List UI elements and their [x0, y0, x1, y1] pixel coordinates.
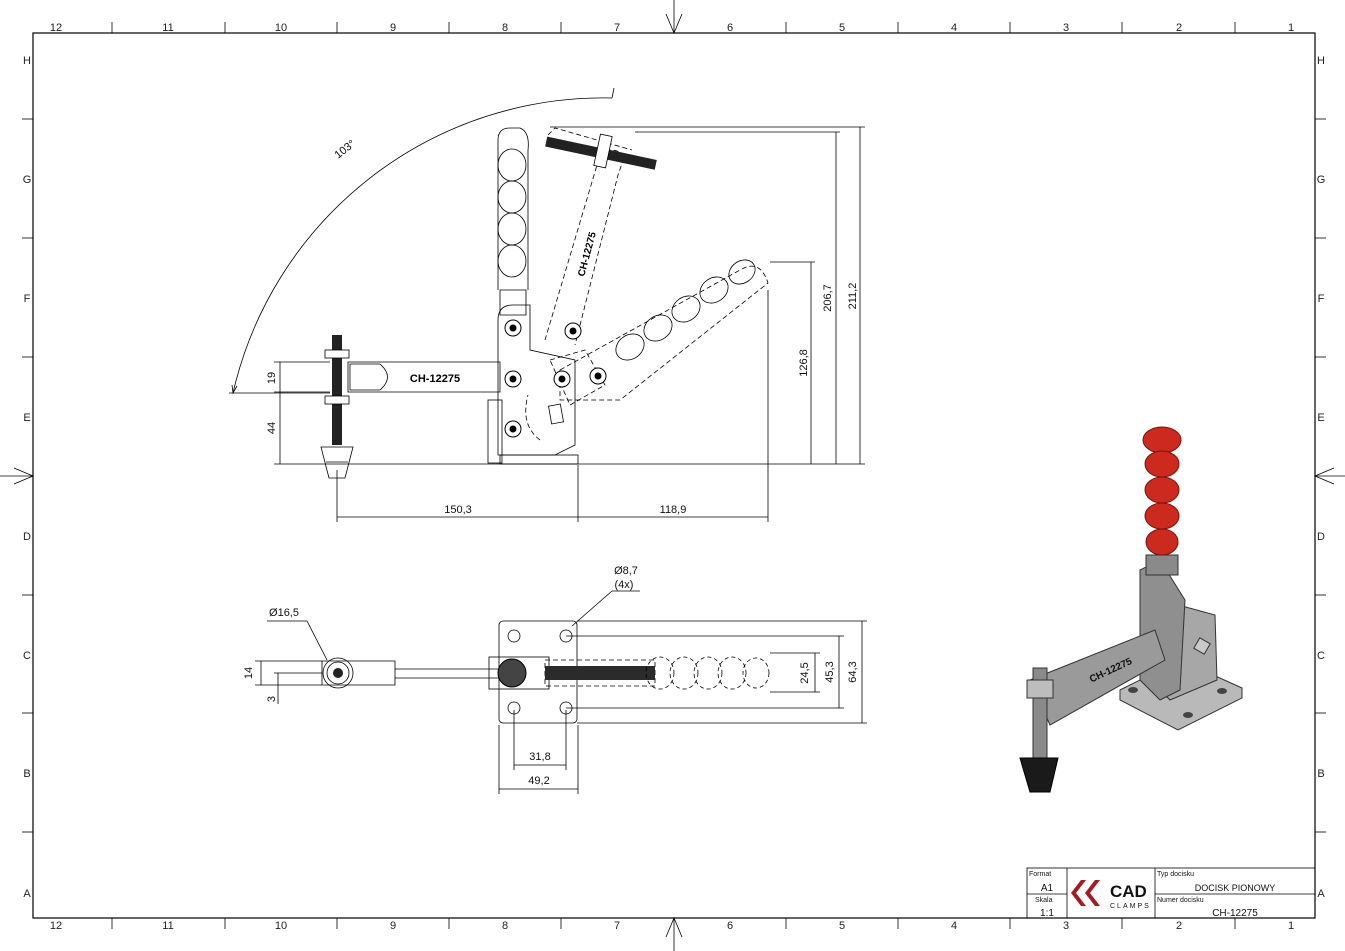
title-block: Format A1 Skala 1:1 CAD CLAMPS Typ docis…	[1026, 867, 1316, 919]
zone-row-label: E	[23, 412, 30, 424]
vertical-handle	[497, 127, 529, 316]
dim-handle-height: 126,8	[798, 349, 810, 377]
zone-col-label: 12	[50, 920, 62, 932]
zone-col-label: 1	[1288, 920, 1294, 932]
format-label: Format	[1029, 871, 1051, 878]
zone-col-label: 6	[727, 920, 733, 932]
zone-labels-bottom: 12 11 10 9 8 7 6 5 4 3 2 1	[50, 920, 1294, 932]
dim-hole-dia: Ø8,7	[614, 565, 638, 577]
type-value: DOCISK PIONOWY	[1195, 883, 1276, 893]
zone-col-label: 9	[390, 22, 396, 34]
zone-col-label: 7	[614, 920, 620, 932]
zone-col-label: 4	[951, 22, 957, 34]
zone-labels-top: 12 11 10 9 8 7 6 5 4 3 2 1	[50, 22, 1294, 34]
zone-col-label: 10	[275, 920, 287, 932]
number-value: CH-12275	[1212, 908, 1258, 919]
zone-row-label: D	[23, 531, 31, 543]
open-handle-phantom	[525, 127, 769, 441]
zone-row-label: H	[23, 55, 31, 67]
zone-col-label: 9	[390, 920, 396, 932]
zone-row-label: E	[1317, 412, 1324, 424]
zone-labels-left: H G F E D C B A	[23, 55, 32, 900]
zone-labels-right: H G F E D C B A	[1317, 55, 1326, 900]
dim-arm-thickness: 19	[266, 372, 278, 384]
dim-hole-spacing-y: 45,3	[824, 661, 836, 682]
zone-col-label: 3	[1063, 920, 1069, 932]
zone-row-label: G	[1317, 174, 1326, 186]
dim-base-width: 49,2	[528, 775, 549, 787]
logo-text: CAD	[1110, 882, 1147, 901]
scale-value: 1:1	[1040, 908, 1054, 919]
zone-col-label: 1	[1288, 22, 1294, 34]
base-plate	[487, 399, 579, 465]
zone-col-label: 11	[162, 22, 173, 34]
zone-col-label: 6	[727, 22, 733, 34]
dim-handle-width: 24,5	[799, 662, 811, 683]
zone-col-label: 5	[839, 22, 845, 34]
zone-row-label: F	[1318, 293, 1325, 305]
zone-col-label: 3	[1063, 22, 1069, 34]
zone-col-label: 12	[50, 22, 62, 34]
dim-base-length: 64,3	[847, 661, 859, 682]
zone-col-label: 4	[951, 920, 957, 932]
zone-row-label: C	[23, 650, 31, 662]
open-arm-marking: CH-12275	[576, 230, 599, 277]
zone-row-label: F	[24, 293, 31, 305]
spindle	[320, 335, 354, 479]
zone-row-label: G	[23, 174, 32, 186]
dim-arm-height: 44	[266, 422, 278, 434]
zone-col-label: 5	[839, 920, 845, 932]
company-logo: CAD CLAMPS	[1071, 880, 1151, 910]
zone-col-label: 8	[502, 920, 508, 932]
dim-total-height: 211,2	[847, 283, 859, 310]
arm-marking: CH-12275	[410, 373, 460, 385]
zone-col-label: 10	[275, 22, 287, 34]
zone-col-label: 2	[1176, 920, 1182, 932]
dim-open-height: 206,7	[822, 284, 834, 312]
format-value: A1	[1041, 883, 1054, 894]
dim-spindle-dia: Ø16,5	[269, 607, 299, 619]
open-spindle: CH-12275	[545, 133, 657, 278]
zone-col-label: 11	[162, 920, 173, 932]
iso-view: CH-12275	[1019, 426, 1243, 793]
number-label: Numer docisku	[1157, 897, 1204, 904]
body-bracket	[497, 304, 576, 456]
swing-angle-label: 103°	[332, 138, 357, 161]
open-handle-grips	[615, 259, 756, 361]
iso-red-handle	[1142, 426, 1182, 556]
zone-row-label: B	[23, 768, 30, 780]
dim-hole-count: (4x)	[615, 579, 634, 591]
zone-col-label: 8	[502, 22, 508, 34]
scale-label: Skala	[1035, 897, 1053, 904]
zone-row-label: H	[1317, 55, 1325, 67]
zone-col-label: 2	[1176, 22, 1182, 34]
zone-row-label: A	[23, 888, 31, 900]
clamp-arm: CH-12275	[347, 361, 501, 393]
zone-row-label: D	[1317, 531, 1325, 543]
type-label: Typ docisku	[1157, 871, 1194, 878]
spindle-top	[322, 657, 354, 689]
dim-offset: 3	[266, 696, 278, 702]
side-view: 103° CH-12275	[229, 87, 865, 522]
zone-col-label: 7	[614, 22, 620, 34]
dim-arm-width: 14	[243, 667, 255, 679]
arm-top	[321, 660, 396, 686]
dim-reach: 150,3	[444, 504, 472, 516]
logo-subtext: CLAMPS	[1110, 903, 1151, 910]
bottom-view: Ø16,5 Ø8,7 (4x) 14 3 31,8	[243, 565, 867, 794]
iso-rubber-tip	[1019, 757, 1059, 793]
dim-handle-reach: 118,9	[660, 504, 687, 516]
swing-angle-arc	[232, 97, 613, 394]
zone-row-label: B	[1317, 768, 1324, 780]
pivot-pins	[504, 319, 607, 438]
zone-row-label: C	[1317, 650, 1325, 662]
dim-hole-spacing-x: 31,8	[529, 751, 550, 763]
zone-row-label: A	[1317, 888, 1325, 900]
